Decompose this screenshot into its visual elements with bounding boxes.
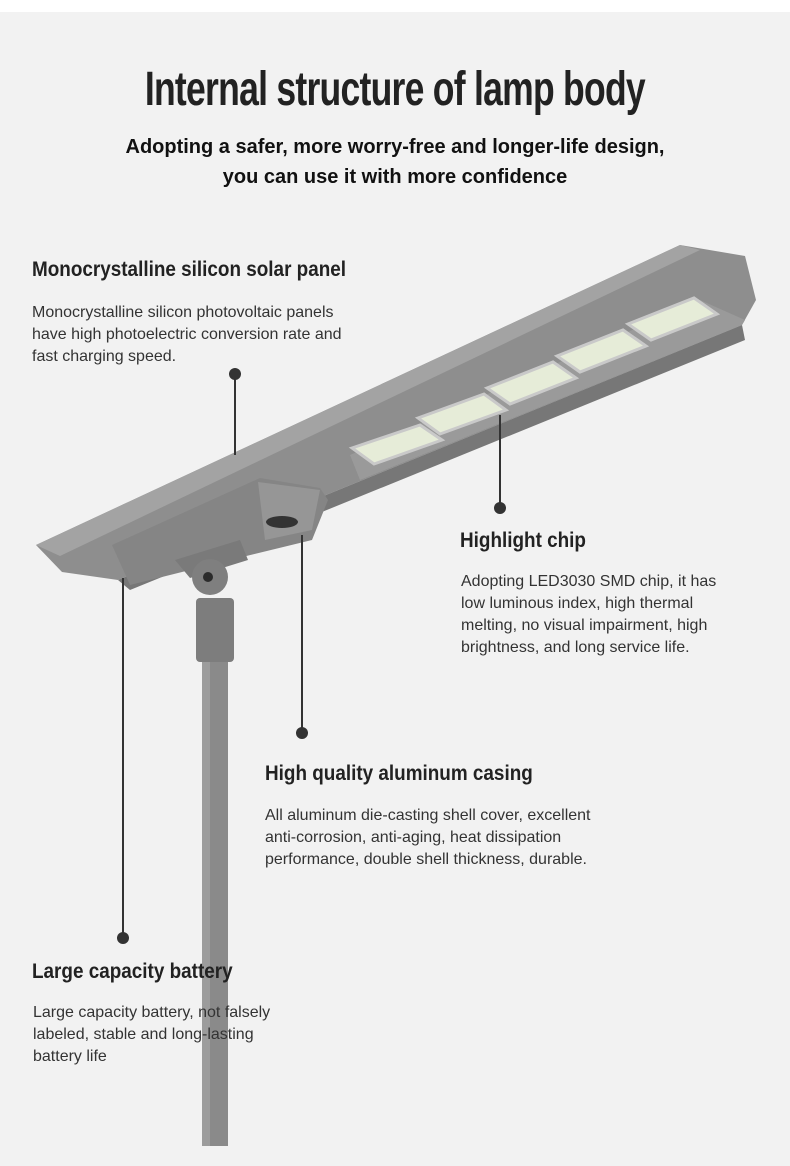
- subtitle-line: you can use it with more confidence: [222, 166, 568, 188]
- chip-heading: Highlight chip: [460, 529, 586, 552]
- page-title: Internal structure of lamp body: [144, 63, 646, 116]
- subtitle: Adopting a safer, more worry-free and lo…: [0, 132, 790, 192]
- led-module: [414, 392, 510, 436]
- solar-heading: Monocrystalline silicon solar panel: [32, 258, 347, 281]
- solar-description: Monocrystalline silicon photovoltaic pan…: [32, 304, 342, 365]
- pole-clamp: [196, 598, 234, 662]
- led-module: [348, 423, 446, 466]
- callout-dot-casing: [296, 727, 308, 739]
- led-module: [553, 328, 650, 374]
- callout-dot-battery: [117, 932, 129, 944]
- subtitle-line: Adopting a safer, more worry-free and lo…: [125, 136, 665, 158]
- led-module: [483, 360, 580, 406]
- casing-description: All aluminum die-casting shell cover, ex…: [265, 807, 591, 868]
- callout-dot-chip: [494, 502, 506, 514]
- led-module: [624, 296, 721, 342]
- battery-heading: Large capacity battery: [32, 960, 233, 983]
- led-modules: [348, 296, 721, 466]
- lamp-body: [36, 245, 756, 580]
- callout-dot-solar: [229, 368, 241, 380]
- casing-heading: High quality aluminum casing: [265, 762, 533, 785]
